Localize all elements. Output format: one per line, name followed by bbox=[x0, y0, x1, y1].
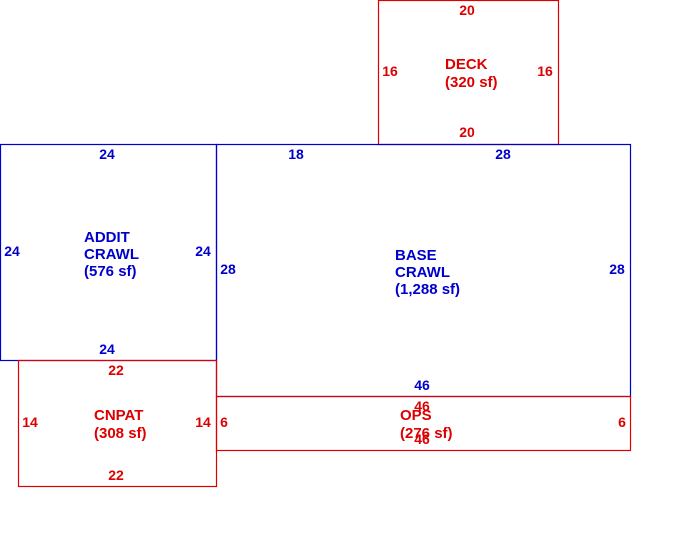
addit-crawl-left-dimension: 24 bbox=[4, 243, 20, 259]
ops-right-dimension: 6 bbox=[618, 414, 626, 430]
base-crawl-right-dimension: 28 bbox=[609, 261, 625, 277]
addit-crawl-area: 24 24 24 24 ADDIT CRAWL (576 sf) bbox=[0, 143, 218, 362]
deck-left-dimension: 16 bbox=[382, 63, 398, 79]
base-crawl-area-size: (1,288 sf) bbox=[395, 281, 460, 298]
ops-top-dimension: 46 bbox=[414, 398, 430, 414]
ops-area: 46 46 6 6 OPS (276 sf) bbox=[215, 395, 632, 452]
deck-top-dimension: 20 bbox=[459, 2, 475, 18]
deck-name: DECK bbox=[445, 56, 488, 73]
deck-bottom-dimension: 20 bbox=[459, 124, 475, 140]
cnpat-area: 22 22 14 14 CNPAT (308 sf) bbox=[17, 359, 218, 488]
ops-area-size: (276 sf) bbox=[400, 425, 453, 442]
addit-crawl-right-dimension: 24 bbox=[195, 243, 211, 259]
cnpat-area-size: (308 sf) bbox=[94, 425, 147, 442]
cnpat-top-dimension: 22 bbox=[108, 362, 124, 378]
ops-outline bbox=[215, 395, 632, 452]
addit-crawl-name-line1: ADDIT bbox=[84, 229, 130, 246]
base-crawl-area: 18 28 46 28 28 BASE CRAWL (1,288 sf) bbox=[215, 143, 632, 398]
base-crawl-name-line1: BASE bbox=[395, 247, 437, 264]
ops-bottom-dimension: 46 bbox=[414, 431, 430, 447]
cnpat-name: CNPAT bbox=[94, 407, 143, 424]
deck-right-dimension: 16 bbox=[537, 63, 553, 79]
addit-crawl-name-line2: CRAWL bbox=[84, 246, 139, 263]
addit-crawl-top-dimension: 24 bbox=[99, 146, 115, 162]
base-crawl-top-right-dimension: 28 bbox=[495, 146, 511, 162]
base-crawl-name-line2: CRAWL bbox=[395, 264, 450, 281]
cnpat-left-dimension: 14 bbox=[22, 414, 38, 430]
ops-name: OPS bbox=[400, 407, 432, 424]
ops-left-dimension: 6 bbox=[220, 414, 228, 430]
addit-crawl-bottom-dimension: 24 bbox=[99, 341, 115, 357]
deck-area: 20 20 16 16 DECK (320 sf) bbox=[377, 0, 560, 146]
base-crawl-left-dimension: 28 bbox=[220, 261, 236, 277]
base-crawl-top-left-dimension: 18 bbox=[288, 146, 304, 162]
deck-area-size: (320 sf) bbox=[445, 74, 498, 91]
base-crawl-bottom-dimension: 46 bbox=[414, 377, 430, 393]
addit-crawl-area-size: (576 sf) bbox=[84, 263, 137, 280]
cnpat-bottom-dimension: 22 bbox=[108, 467, 124, 483]
cnpat-right-dimension: 14 bbox=[195, 414, 211, 430]
